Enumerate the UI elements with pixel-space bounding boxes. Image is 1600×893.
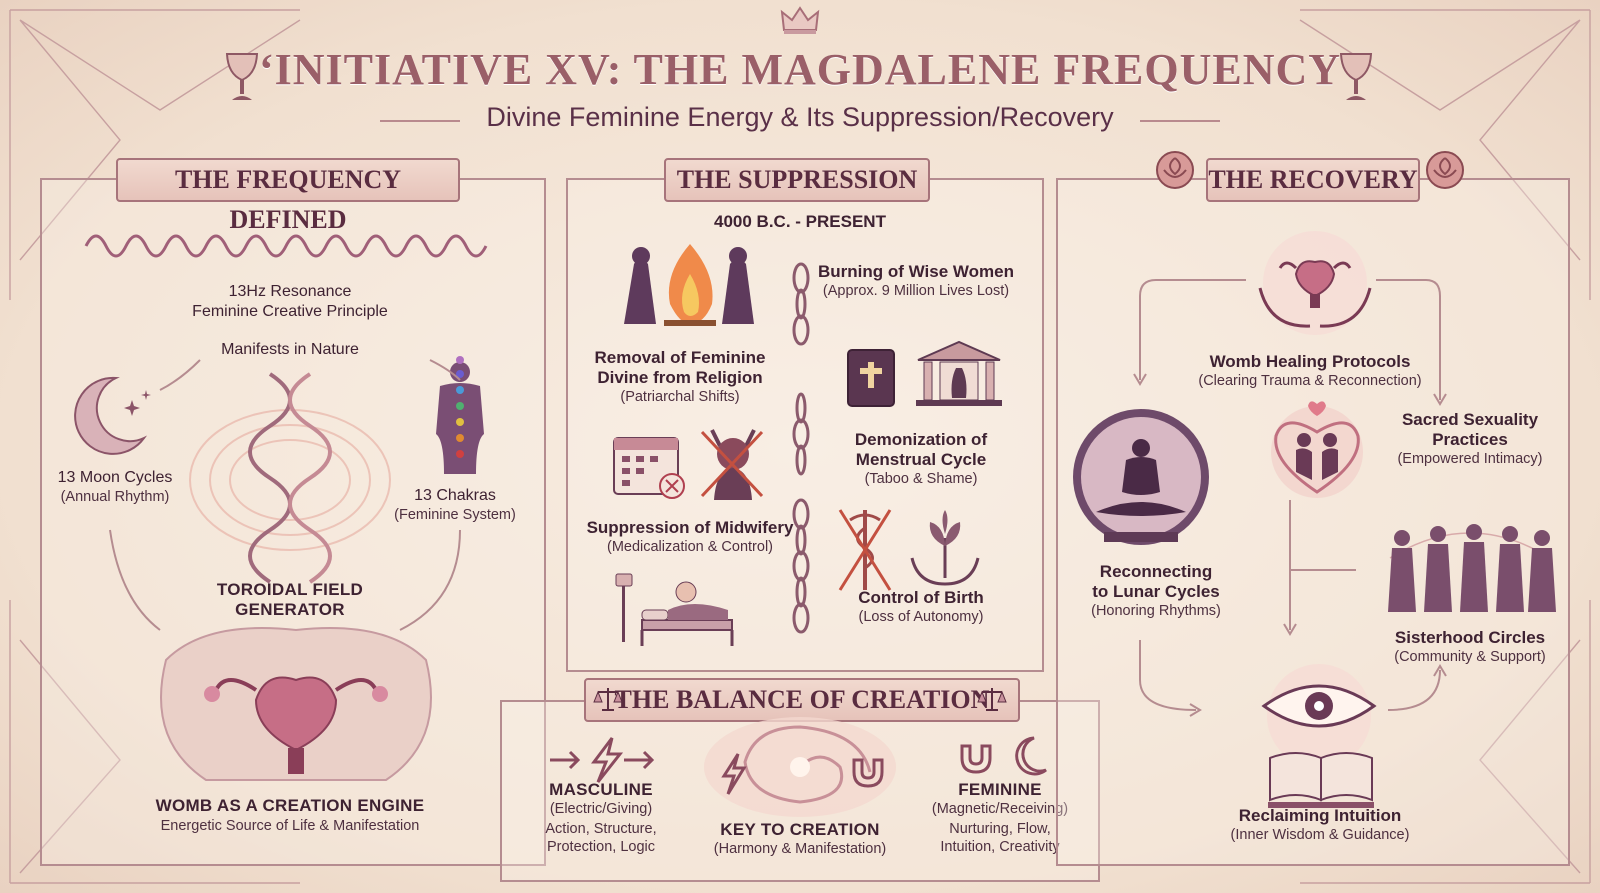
moon-icon bbox=[74, 376, 151, 455]
intuition-title: Reclaiming Intuition bbox=[1238, 806, 1402, 825]
bible-icon bbox=[847, 349, 895, 407]
suppression-item-4-sub: (Medicalization & Control) bbox=[606, 539, 773, 555]
womb-hands-icon bbox=[1258, 231, 1372, 335]
scales-icon-right bbox=[977, 688, 1007, 711]
era-label: 4000 B.C. - PRESENT bbox=[714, 212, 886, 231]
chalice-icon-right bbox=[1339, 53, 1373, 100]
lunar-title-2: to Lunar Cycles bbox=[1092, 582, 1220, 601]
key-title: KEY TO CREATION bbox=[720, 820, 880, 839]
moon-title: 13 Moon Cycles bbox=[57, 469, 173, 486]
caduceus-icon bbox=[838, 509, 892, 591]
resonance-label: 13Hz Resonance bbox=[228, 283, 352, 300]
suppression-item-2-title-1: Removal of Feminine bbox=[594, 348, 766, 367]
key-sub: (Harmony & Manifestation) bbox=[713, 841, 887, 857]
chakra-figure-icon bbox=[436, 356, 484, 474]
feminine-title: FEMININE bbox=[958, 780, 1042, 799]
devil-icon bbox=[700, 429, 764, 500]
arrows-left bbox=[109, 359, 461, 631]
suppression-item-1-title: Burning of Wise Women bbox=[818, 262, 1014, 281]
womb-icon bbox=[160, 627, 432, 781]
masculine-sub: (Electric/Giving) bbox=[549, 801, 653, 817]
feminine-sub: (Magnetic/Receiving) bbox=[931, 801, 1069, 817]
suppression-item-5-title: Control of Birth bbox=[858, 588, 984, 607]
suppression-item-2-title-2: Divine from Religion bbox=[597, 368, 763, 387]
suppression-item-4-title: Suppression of Midwifery bbox=[586, 518, 794, 537]
hands-plant-icon bbox=[910, 510, 980, 586]
heart-couple-icon bbox=[1271, 401, 1363, 498]
suppression-item-2-sub: (Patriarchal Shifts) bbox=[620, 389, 740, 405]
sister-title: Sisterhood Circles bbox=[1394, 628, 1546, 647]
crown-icon bbox=[780, 6, 820, 34]
lunar-sub: (Honoring Rhythms) bbox=[1091, 603, 1221, 619]
manifests-label: Manifests in Nature bbox=[221, 341, 359, 358]
wave-icon bbox=[84, 234, 488, 258]
suppression-banner: THE SUPPRESSION bbox=[664, 158, 930, 202]
lightning-icon-small bbox=[721, 753, 747, 795]
recovery-banner: THE RECOVERY bbox=[1206, 158, 1420, 202]
chakra-title: 13 Chakras bbox=[414, 487, 496, 504]
womb-sub: Energetic Source of Life & Manifestation bbox=[160, 818, 420, 834]
chalice-icon bbox=[225, 53, 259, 100]
rose-icon-right bbox=[1426, 151, 1464, 189]
feminine-desc-2: Intuition, Creativity bbox=[940, 839, 1060, 855]
book-icon bbox=[1268, 752, 1374, 808]
sister-sub: (Community & Support) bbox=[1394, 649, 1546, 665]
womb-title: WOMB AS A CREATION ENGINE bbox=[155, 796, 425, 815]
balance-banner: THE BALANCE OF CREATION bbox=[584, 678, 1020, 722]
masculine-desc-1: Action, Structure, bbox=[545, 821, 657, 837]
rose-icon bbox=[1156, 151, 1194, 189]
feminine-desc-1: Nurturing, Flow, bbox=[949, 821, 1051, 837]
scales-icon bbox=[593, 688, 623, 711]
divider bbox=[1140, 120, 1220, 122]
principle-label: Feminine Creative Principle bbox=[192, 303, 388, 320]
calendar-icon bbox=[613, 437, 685, 499]
lightning-icon bbox=[550, 737, 655, 783]
dna-icon bbox=[189, 372, 391, 584]
toroid-label-2: GENERATOR bbox=[235, 600, 345, 619]
magnet-moon-icon bbox=[960, 736, 1047, 776]
spiral-galaxy-icon bbox=[704, 717, 896, 817]
fire-icon bbox=[624, 244, 754, 326]
frequency-banner: THE FREQUENCY DEFINED bbox=[116, 158, 460, 234]
lunar-title-1: Reconnecting bbox=[1099, 562, 1213, 581]
recovery-womb-sub: (Clearing Trauma & Reconnection) bbox=[1198, 373, 1422, 389]
sisters-icon bbox=[1388, 524, 1556, 612]
chakra-sub: (Feminine System) bbox=[394, 507, 516, 523]
sexuality-sub: (Empowered Intimacy) bbox=[1397, 451, 1543, 467]
page-subtitle: Divine Feminine Energy & Its Suppression… bbox=[486, 102, 1114, 132]
masculine-title: MASCULINE bbox=[549, 780, 653, 799]
recovery-womb-title: Womb Healing Protocols bbox=[1209, 352, 1411, 371]
recovery-arrows bbox=[1133, 279, 1447, 717]
hospital-bed-icon bbox=[615, 573, 734, 646]
suppression-item-3-title-2: Menstrual Cycle bbox=[855, 450, 987, 469]
divider bbox=[380, 120, 460, 122]
temple-icon bbox=[916, 340, 1002, 406]
suppression-item-5-sub: (Loss of Autonomy) bbox=[858, 609, 984, 625]
suppression-item-3-title-1: Demonization of bbox=[854, 430, 988, 449]
intuition-sub: (Inner Wisdom & Guidance) bbox=[1230, 827, 1410, 843]
meditation-icon bbox=[1073, 409, 1209, 545]
suppression-item-3-sub: (Taboo & Shame) bbox=[864, 471, 978, 487]
masculine-desc-2: Protection, Logic bbox=[546, 839, 655, 855]
chain-icon bbox=[792, 262, 810, 634]
page-title: ‘INITIATIVE XV: THE MAGDALENE FREQUENCY bbox=[258, 45, 1342, 94]
eye-icon bbox=[1261, 664, 1377, 768]
toroid-label-1: TOROIDAL FIELD bbox=[216, 580, 364, 599]
suppression-item-1-sub: (Approx. 9 Million Lives Lost) bbox=[822, 283, 1010, 299]
sexuality-title-2: Practices bbox=[1432, 430, 1508, 449]
magnet-icon bbox=[852, 758, 884, 788]
moon-sub: (Annual Rhythm) bbox=[60, 489, 170, 505]
sexuality-title-1: Sacred Sexuality bbox=[1401, 410, 1539, 429]
